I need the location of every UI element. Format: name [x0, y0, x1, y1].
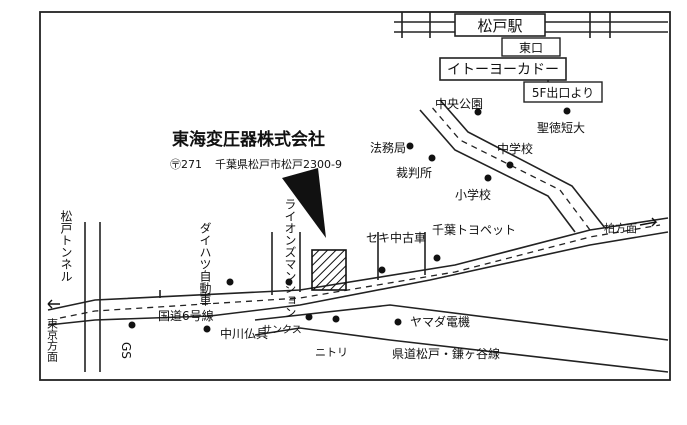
company-address: 千葉県松戸市松戸2300-9: [215, 157, 342, 171]
tunnel-label: 松戸トンネル: [59, 210, 73, 282]
store-note-box: [523, 81, 603, 103]
company-building: [311, 249, 347, 291]
park-dot-icon: [474, 108, 482, 116]
seki-dot-icon: [378, 266, 386, 274]
tokyo-arrow-icon: [47, 299, 60, 309]
gs-label: GS: [119, 342, 133, 359]
store-name: イトーヨーカドー: [447, 62, 559, 78]
map-frame: [39, 11, 671, 381]
middle-school-label: 中学校: [497, 141, 533, 156]
prefectural-road-label: 県道松戸・鎌ヶ谷線: [392, 346, 500, 361]
toyopet-dot-icon: [433, 254, 441, 262]
middle-school-dot-icon: [506, 161, 514, 169]
tokyo-direction-label: 東京方面: [46, 318, 59, 362]
university-label: 聖徳短大: [537, 120, 585, 135]
sanks-dot-icon: [305, 313, 313, 321]
station-box: [454, 13, 546, 37]
store-box: [439, 57, 567, 81]
store-note: 5F出口より: [532, 86, 594, 100]
exit-box: [501, 37, 561, 57]
toyopet-label: 千葉トヨペット: [432, 223, 516, 237]
park-label: 中央公園: [435, 96, 483, 111]
legal-bureau-label: 法務局: [370, 141, 406, 155]
route6-label: 国道6号線: [158, 308, 214, 323]
daihatsu-label: ダイハツ自動車: [198, 222, 212, 307]
daihatsu-dot-icon: [226, 278, 234, 286]
exit-label: 東口: [519, 41, 543, 55]
courthouse-label: 裁判所: [396, 166, 432, 180]
nakagawa-label: 中川仏具: [220, 326, 268, 341]
lions-dot-icon: [285, 278, 293, 286]
nitori-dot-icon: [332, 315, 340, 323]
sanks-label: サンクス: [262, 324, 302, 336]
gs-dot-icon: [128, 321, 136, 329]
legal-bureau-dot-icon: [406, 142, 414, 150]
seki-label: セキ中古車: [366, 230, 426, 245]
elementary-school-label: 小学校: [455, 187, 491, 202]
yamada-dot-icon: [394, 318, 402, 326]
lions-mansion-label: ライオンズマンション: [283, 198, 297, 318]
kashiwa-direction-label: 柏方面: [604, 221, 637, 235]
nakagawa-dot-icon: [203, 325, 211, 333]
nitori-label: ニトリ: [315, 346, 348, 359]
university-dot-icon: [563, 107, 571, 115]
elementary-school-dot-icon: [484, 174, 492, 182]
pointer-arrow-icon: [282, 168, 326, 238]
company-name: 東海変圧器株式会社: [172, 129, 325, 150]
kashiwa-arrow-icon: [639, 217, 658, 227]
yamada-label: ヤマダ電機: [410, 314, 470, 329]
station-name: 松戸駅: [477, 17, 522, 35]
company-postal: 〶271: [170, 158, 202, 171]
courthouse-dot-icon: [428, 154, 436, 162]
roads: [47, 99, 669, 373]
landmark-dots: [128, 107, 571, 333]
